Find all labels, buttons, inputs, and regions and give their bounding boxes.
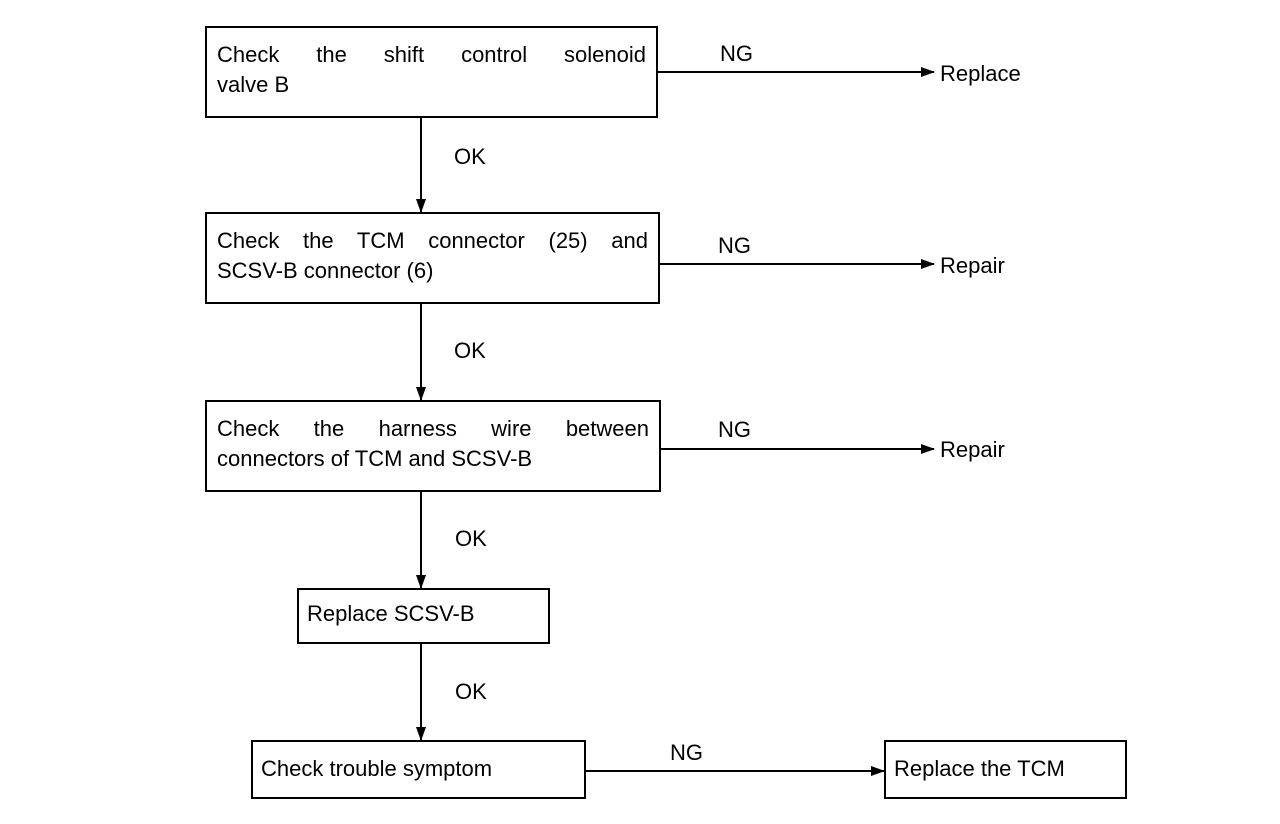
outcome-replace: Replace xyxy=(940,61,1021,86)
ng-label: NG xyxy=(670,740,703,765)
step-text-line: Check the harness wire between xyxy=(217,416,649,441)
step-text-line: Replace SCSV-B xyxy=(307,601,475,626)
step-text-line: SCSV-B connector (6) xyxy=(217,258,434,283)
outcome-repair: Repair xyxy=(940,253,1005,278)
outcome-replace-tcm: Replace the TCM xyxy=(884,740,1127,799)
ng-label: NG xyxy=(718,233,751,258)
ng-label: NG xyxy=(718,417,751,442)
step-replace-scsv-b: Replace SCSV-B xyxy=(297,588,550,644)
step-check-solenoid-valve: Check the shift control solenoid valve B xyxy=(205,26,658,118)
step-check-trouble-symptom: Check trouble symptom xyxy=(251,740,586,799)
step-text-line: connectors of TCM and SCSV-B xyxy=(217,446,533,471)
step-text-line: Check the shift control solenoid xyxy=(217,42,646,67)
step-check-connectors: Check the TCM connector (25) and SCSV-B … xyxy=(205,212,660,304)
ok-label: OK xyxy=(455,526,487,551)
ok-label: OK xyxy=(454,144,486,169)
outcome-repair: Repair xyxy=(940,437,1005,462)
step-check-harness-wire: Check the harness wire between connector… xyxy=(205,400,661,492)
ng-label: NG xyxy=(720,41,753,66)
ok-label: OK xyxy=(455,679,487,704)
step-text-line: Check the TCM connector (25) and xyxy=(217,228,648,253)
step-text-line: Check trouble symptom xyxy=(261,756,493,781)
step-text-line: valve B xyxy=(217,72,290,97)
outcome-text: Replace the TCM xyxy=(894,756,1065,781)
ok-label: OK xyxy=(454,338,486,363)
